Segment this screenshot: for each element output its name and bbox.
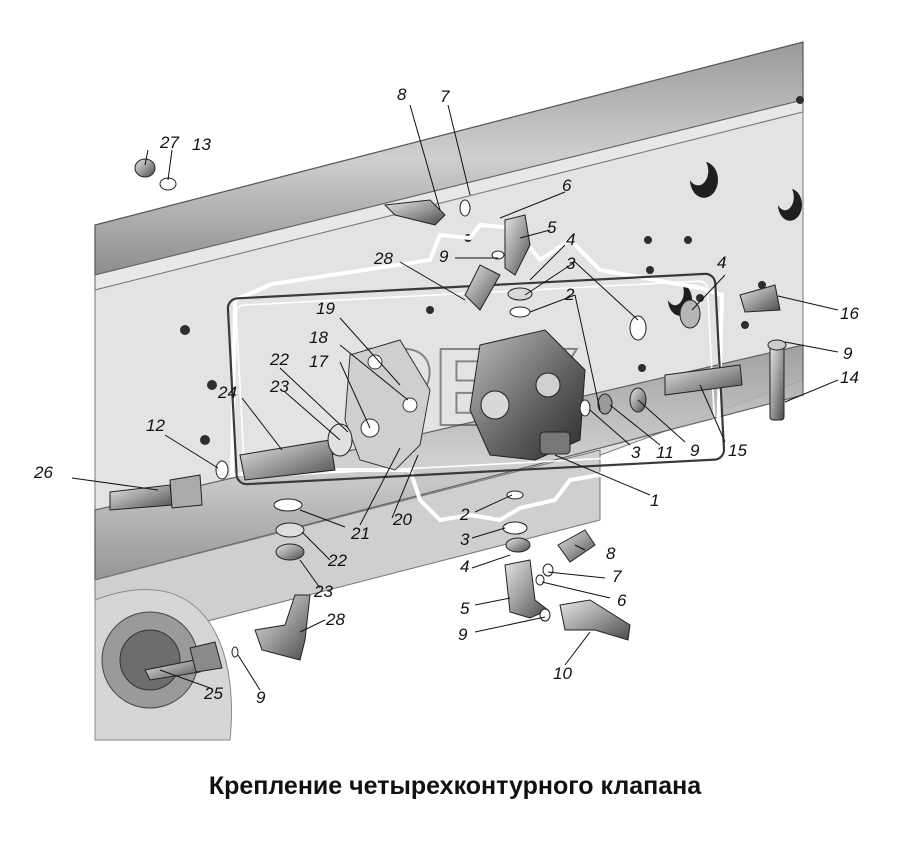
callout-2-lower: 2 — [459, 505, 470, 524]
callout-17: 17 — [309, 352, 328, 371]
callout-20: 20 — [392, 510, 412, 529]
callout-16: 16 — [840, 304, 859, 323]
callout-13: 13 — [192, 135, 211, 154]
frame-holes — [180, 96, 804, 445]
callout-25: 25 — [203, 684, 223, 703]
callout-15: 15 — [728, 441, 747, 460]
callout-26: 26 — [33, 463, 53, 482]
callout-3-upper: 3 — [566, 254, 576, 273]
callout-9-right: 9 — [843, 344, 853, 363]
callout-5-upper: 5 — [547, 218, 557, 237]
callout-7-upper: 7 — [440, 87, 450, 106]
callout-labels: 1 2 2 3 3 3 4 4 4 5 5 6 6 7 7 8 8 9 9 9 … — [33, 85, 859, 707]
callout-9-upper: 9 — [439, 247, 449, 266]
callout-4-right: 4 — [717, 253, 726, 272]
mounting-bracket — [344, 339, 431, 471]
callout-22-upper: 22 — [269, 350, 289, 369]
frame-artwork: PEX — [71, 41, 839, 741]
callout-21: 21 — [350, 524, 370, 543]
callout-6-lower: 6 — [617, 591, 627, 610]
callout-3-lower: 3 — [460, 530, 470, 549]
callout-11: 11 — [656, 443, 674, 462]
callout-23-lower: 23 — [313, 582, 333, 601]
callout-9-bottom: 9 — [256, 688, 266, 707]
diagram-title: Крепление четырехконтурного клапана — [208, 772, 702, 800]
callout-7-lower: 7 — [612, 567, 622, 586]
leader-lines — [71, 104, 839, 691]
parts-fittings — [109, 158, 787, 681]
callout-23-upper: 23 — [269, 377, 289, 396]
callout-28-upper: 28 — [373, 249, 393, 268]
callout-8-upper: 8 — [397, 85, 407, 104]
callout-12: 12 — [146, 416, 165, 435]
callout-4-lower: 4 — [460, 557, 469, 576]
callout-9-lower: 9 — [458, 625, 468, 644]
callout-2-upper: 2 — [564, 285, 575, 304]
callout-19: 19 — [316, 299, 335, 318]
four-circuit-valve — [469, 329, 586, 461]
callout-9-valve: 9 — [690, 441, 700, 460]
callout-5-lower: 5 — [460, 599, 470, 618]
callout-3-right: 3 — [631, 443, 641, 462]
callout-22-lower: 22 — [327, 551, 347, 570]
callout-10: 10 — [553, 664, 572, 683]
callout-28-lower: 28 — [325, 610, 345, 629]
callout-4-upper: 4 — [566, 230, 575, 249]
callout-1: 1 — [650, 491, 659, 510]
callout-6-upper: 6 — [562, 176, 572, 195]
callout-27: 27 — [159, 133, 179, 152]
callout-8-lower: 8 — [606, 544, 616, 563]
callout-24: 24 — [217, 383, 237, 402]
callout-18: 18 — [309, 328, 328, 347]
callout-14: 14 — [840, 368, 859, 387]
